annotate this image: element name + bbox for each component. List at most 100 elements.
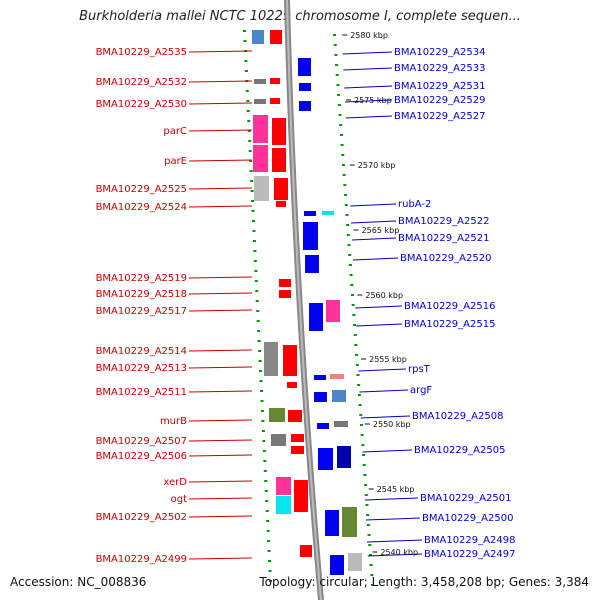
tick-mark-right	[354, 344, 358, 346]
leader-line-left	[188, 80, 253, 83]
tick-mark-right	[359, 414, 363, 416]
gene-label-left: BMA10229_A2524	[96, 202, 187, 213]
gene-label-right: BMA10229_A2534	[394, 47, 485, 58]
leader-line-left	[188, 419, 253, 422]
gene-label-left: BMA10229_A2518	[96, 289, 187, 300]
gene-block	[272, 148, 286, 172]
gene-block	[264, 342, 278, 376]
tick-mark-left	[243, 40, 247, 42]
gene-block	[252, 30, 264, 44]
gene-block	[254, 99, 266, 104]
gene-block	[291, 434, 304, 442]
gene-label-left: BMA10229_A2532	[96, 77, 187, 88]
gene-label-right: BMA10229_A2497	[424, 549, 515, 560]
leader-line-right	[360, 415, 411, 419]
gene-label-right: BMA10229_A2529	[394, 95, 485, 106]
gene-block	[330, 374, 344, 379]
tick-mark-right	[366, 514, 370, 516]
tick-mark-left	[244, 60, 248, 62]
tick-mark-right	[345, 214, 349, 216]
tick-mark-left	[262, 450, 266, 452]
tick-mark-right	[337, 94, 341, 96]
gene-block	[326, 300, 340, 322]
map-title: Burkholderia mallei NCTC 10229 chromosom…	[79, 9, 521, 24]
gene-block	[309, 303, 323, 331]
tick-mark-right	[346, 224, 350, 226]
tick-mark-right	[343, 184, 347, 186]
tick-mark-left	[268, 560, 272, 562]
leader-line-left	[188, 366, 253, 369]
leader-line-right	[367, 553, 423, 557]
gene-label-left: parC	[163, 126, 187, 137]
gene-label-right: BMA10229_A2500	[422, 513, 513, 524]
tick-mark-right	[361, 444, 365, 446]
tick-mark-left	[250, 190, 254, 192]
gene-label-right: BMA10229_A2531	[394, 81, 485, 92]
leader-line-right	[365, 517, 421, 521]
gene-label-right: BMA10229_A2505	[414, 445, 505, 456]
gene-label-right: BMA10229_A2527	[394, 111, 485, 122]
leader-line-left	[188, 276, 253, 279]
gene-block	[271, 434, 286, 446]
leader-line-left	[188, 480, 253, 483]
gene-block	[298, 58, 311, 76]
tick-mark-left	[255, 290, 259, 292]
gene-label-right: rubA-2	[398, 199, 431, 210]
leader-line-right	[366, 539, 423, 543]
kbp-label: 2575 kbp	[354, 96, 392, 105]
tick-mark-left	[267, 550, 271, 552]
gene-label-left: xerD	[163, 477, 187, 488]
tick-mark-left	[265, 500, 269, 502]
tick-rings	[243, 30, 374, 586]
tick-mark-left	[253, 250, 257, 252]
tick-mark-right	[339, 124, 343, 126]
tick-mark-right	[370, 574, 374, 576]
gene-label-right: BMA10229_A2520	[400, 253, 491, 264]
gene-block	[303, 222, 318, 250]
gene-block	[304, 211, 316, 216]
gene-block	[288, 410, 302, 422]
tick-mark-left	[250, 180, 254, 182]
tick-mark-right	[363, 474, 367, 476]
tick-mark-left	[246, 100, 250, 102]
gene-block	[279, 279, 291, 287]
tick-mark-right	[340, 144, 344, 146]
gene-block	[325, 510, 339, 536]
tick-mark-right	[334, 54, 338, 56]
leader-line-left	[188, 454, 253, 457]
leader-line-left	[188, 129, 253, 132]
gene-label-right: BMA10229_A2515	[404, 319, 495, 330]
chromosome-backbone	[284, 0, 324, 600]
tick-mark-left	[248, 140, 252, 142]
gene-block	[270, 30, 282, 44]
leader-line-left	[188, 390, 253, 393]
tick-mark-left	[252, 240, 256, 242]
backbone-highlight	[286, 0, 322, 600]
leader-line-right	[351, 220, 397, 224]
tick-mark-right	[349, 274, 353, 276]
tick-mark-right	[357, 384, 361, 386]
leader-line-left	[188, 557, 253, 560]
tick-mark-left	[253, 260, 257, 262]
leader-line-right	[344, 99, 393, 103]
leader-line-right	[358, 368, 407, 372]
leader-line-right	[355, 305, 403, 309]
leader-line-left	[188, 50, 253, 53]
tick-mark-right	[356, 374, 360, 376]
kbp-label: 2580 kbp	[350, 31, 388, 40]
gene-label-left: ogt	[171, 494, 187, 505]
kbp-label: 2570 kbp	[358, 161, 396, 170]
tick-mark-left	[266, 520, 270, 522]
tick-mark-left	[259, 370, 263, 372]
tick-mark-left	[251, 200, 255, 202]
gene-block	[317, 423, 329, 429]
tick-mark-left	[269, 580, 272, 582]
leader-line-right	[364, 497, 419, 501]
leader-line-right	[342, 51, 393, 55]
tick-mark-left	[259, 380, 263, 382]
leader-line-right	[352, 257, 399, 261]
tick-mark-right	[359, 424, 363, 426]
tick-mark-left	[249, 160, 253, 162]
